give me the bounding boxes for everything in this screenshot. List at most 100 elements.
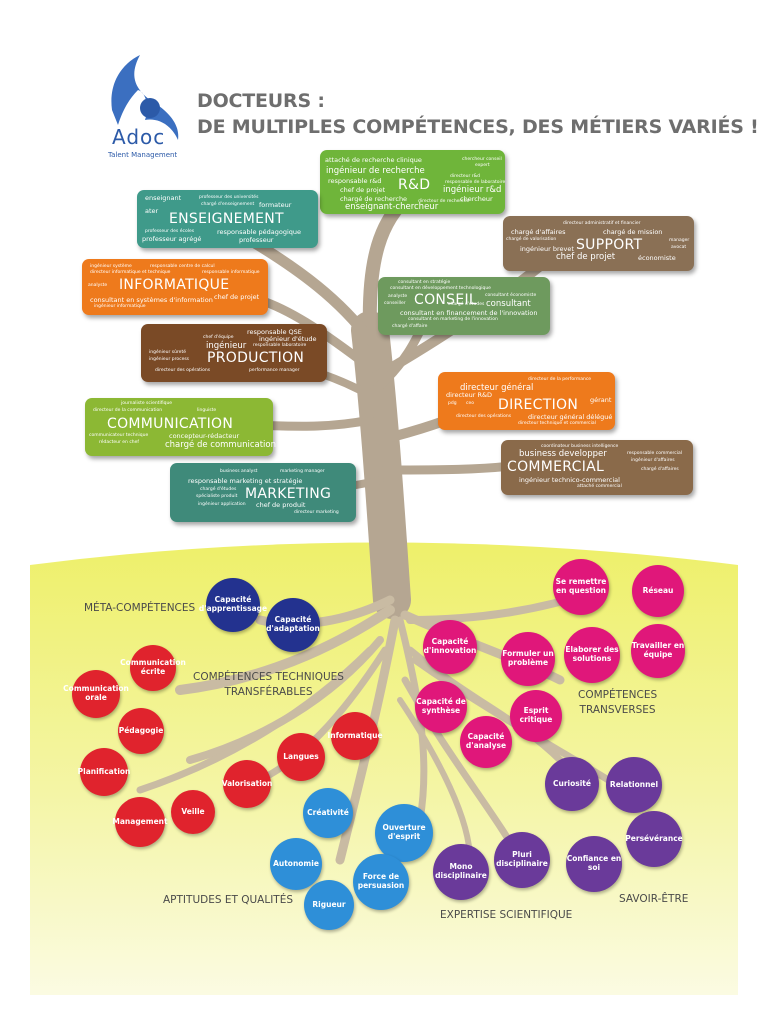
career-box-direction: directeur de la performance directeur gé… xyxy=(438,372,615,430)
page-title-line2: DE MULTIPLES COMPÉTENCES, DES MÉTIERS VA… xyxy=(197,116,759,138)
skill-circle: Capacité d'adaptation xyxy=(266,598,320,652)
category-meta: MÉTA-COMPÉTENCES xyxy=(84,602,196,614)
career-word: formateur xyxy=(259,201,292,209)
skill-circle: Veille xyxy=(171,790,215,834)
career-word: chargé de mission xyxy=(603,228,663,236)
career-word: ingénieur système xyxy=(90,264,132,269)
career-word: directeur marketing xyxy=(294,510,339,515)
career-box-commercial: coordinateur business intelligence busin… xyxy=(501,440,693,495)
career-word: ingénieur xyxy=(206,341,247,351)
career-word: ingénieur r&d xyxy=(443,185,502,195)
category-techniques-line1: COMPÉTENCES TECHNIQUES xyxy=(193,671,344,683)
career-word: consultant xyxy=(486,299,531,309)
career-box-production: responsable QSE chef d'équipe ingénieur … xyxy=(141,324,327,382)
career-word: consultant en développement technologiqu… xyxy=(390,286,491,291)
career-word: ingénieur technico-commercial xyxy=(519,476,620,484)
career-title: PRODUCTION xyxy=(207,350,305,366)
career-word: ater xyxy=(145,207,159,215)
career-word: ingénieur process xyxy=(149,357,190,362)
career-word: chef de produit xyxy=(256,501,306,509)
career-word: directeur des opérations xyxy=(155,368,211,373)
career-word: attaché de recherche clinique xyxy=(325,156,422,164)
career-box-marketing: business analyst marketing manager respo… xyxy=(170,463,356,522)
skill-circle: Capacité de synthèse xyxy=(415,681,467,733)
career-word: responsable laboratoire xyxy=(253,343,307,348)
career-title: DIRECTION xyxy=(498,397,579,413)
career-word: communicateur technique xyxy=(89,433,149,438)
career-word: rédacteur en chef xyxy=(99,440,140,445)
career-word: pdg xyxy=(448,401,457,406)
skill-circle: Langues xyxy=(277,733,325,781)
career-word: ingénieur informatique xyxy=(94,304,146,309)
category-transverses: COMPÉTENCES TRANSVERSES xyxy=(578,688,657,718)
career-word: professeur agrégé xyxy=(142,235,202,243)
skill-circle: Curiosité xyxy=(545,757,599,811)
skill-circle: Ouverture d'esprit xyxy=(375,804,433,862)
career-word: ingénieur de recherche xyxy=(326,166,425,176)
career-word: chargé d'études xyxy=(448,302,485,307)
career-word: responsable r&d xyxy=(328,177,382,185)
career-word: responsable QSE xyxy=(247,328,302,336)
career-word: consultant en systèmes d'information xyxy=(90,296,213,304)
career-word: directeur général délégué xyxy=(528,413,613,421)
skill-circle: Communication orale xyxy=(63,670,129,718)
career-word: responsable pédagogique xyxy=(217,228,302,236)
career-word: analyste xyxy=(88,283,108,288)
career-box-conseil: consultant en stratégie consultant en dé… xyxy=(378,277,550,335)
career-word: manager xyxy=(669,238,690,243)
career-word: concepteur-rédacteur xyxy=(169,432,240,440)
career-word: ceo xyxy=(466,401,474,406)
career-word: chargé d'affaire xyxy=(392,324,428,329)
career-word: chargé d'affaires xyxy=(641,467,679,472)
career-word: responsable de laboratoire xyxy=(445,180,506,185)
career-word: business analyst xyxy=(220,469,258,474)
career-word: directeur R&D xyxy=(446,391,493,399)
career-word: consultant en marketing de l'innovation xyxy=(408,317,498,322)
career-box-enseignement: enseignant professeur des universités ch… xyxy=(137,190,318,248)
career-word: directeur administratif et financier xyxy=(563,221,641,226)
skill-circle: Rigueur xyxy=(304,880,354,930)
skill-circle: Autonomie xyxy=(270,838,322,890)
career-word: responsable centre de calcul xyxy=(150,264,215,269)
skill-circle: Persévérance xyxy=(625,811,683,867)
career-word: chef de projet xyxy=(556,252,616,262)
category-transverses-line1: COMPÉTENCES xyxy=(578,689,658,701)
skill-circle: Planification xyxy=(78,748,130,796)
career-word: directeur de recherche xyxy=(418,199,470,204)
skill-circle: Créativité xyxy=(303,788,353,838)
skill-circle: Pluri disciplinaire xyxy=(494,832,550,888)
career-word: avocat xyxy=(671,245,687,250)
career-word: conseiller xyxy=(384,301,406,306)
career-title: MARKETING xyxy=(245,486,332,502)
career-word: journaliste scientifique xyxy=(121,401,173,406)
career-word: directeur des opérations xyxy=(456,414,512,419)
career-word: responsable informatique xyxy=(202,270,260,275)
career-word: expert xyxy=(475,163,490,168)
career-box-informatique: ingénieur système responsable centre de … xyxy=(82,259,268,315)
skill-circle: Pédagogie xyxy=(118,708,164,754)
category-savoir: SAVOIR-ÊTRE xyxy=(619,893,689,905)
skill-circle: Capacité d'innovation xyxy=(423,620,477,674)
skill-circle: Mono disciplinaire xyxy=(433,844,489,900)
career-word: directeur informatique et technique xyxy=(90,270,171,275)
career-word: spécialiste produit xyxy=(196,494,238,499)
career-word: chargé d'affaires xyxy=(511,228,566,236)
career-title: SUPPORT xyxy=(576,237,643,253)
career-word: gérant xyxy=(590,396,612,404)
career-word: professeur xyxy=(239,236,274,244)
career-word: chargé de communication xyxy=(165,440,277,450)
career-word: chercheur xyxy=(460,195,493,203)
career-word: directeur de la performance xyxy=(528,377,592,382)
skill-circle: Management xyxy=(112,797,168,847)
skill-circle: Se remettre en question xyxy=(553,559,609,615)
skill-circle: Capacité d'apprentissage xyxy=(199,578,267,632)
skill-circle: Esprit critique xyxy=(510,690,562,742)
ground xyxy=(30,542,738,995)
career-title: ENSEIGNEMENT xyxy=(169,211,284,227)
skill-circle: Confiance en soi xyxy=(566,836,622,892)
career-word: chargé de valorisation xyxy=(506,237,557,242)
career-word: enseignant xyxy=(145,194,182,202)
career-word: professeur des universités xyxy=(199,195,259,200)
career-word: ingénieur d'affaires xyxy=(631,458,675,463)
career-word: performance manager xyxy=(249,368,300,373)
